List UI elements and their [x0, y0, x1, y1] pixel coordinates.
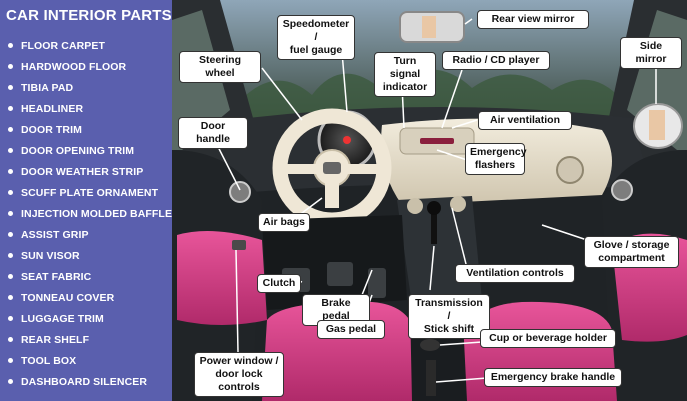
- label-radio: Radio / CD player: [442, 51, 550, 70]
- list-item: ASSIST GRIP: [8, 225, 172, 246]
- list-item: SCUFF PLATE ORNAMENT: [8, 183, 172, 204]
- parts-list: FLOOR CARPET HARDWOOD FLOOR TIBIA PAD HE…: [8, 36, 172, 393]
- leader-rear-view-mirror: [464, 18, 473, 25]
- leader-lines: [211, 18, 657, 383]
- leader-air-ventilation: [451, 119, 478, 129]
- shift-knob: [427, 201, 441, 215]
- list-item: HARDWOOD FLOOR: [8, 57, 172, 78]
- mirror-reflection: [422, 16, 436, 38]
- label-cup-holder: Cup or beverage holder: [480, 329, 616, 348]
- list-item: DOOR TRIM: [8, 120, 172, 141]
- bullet-icon: [8, 295, 13, 301]
- cup-holder-shape: [420, 339, 440, 351]
- bullet-icon: [8, 379, 13, 385]
- power-window-switch: [232, 240, 246, 250]
- bullet-icon: [8, 43, 13, 49]
- bullet-icon: [8, 316, 13, 322]
- vent-knob-left: [407, 198, 423, 214]
- list-item: DASHBOARD SILENCER: [8, 372, 172, 393]
- brake-pedal-shape: [327, 262, 353, 286]
- gas-pedal-shape: [368, 268, 386, 298]
- bullet-icon: [8, 211, 13, 217]
- label-gas-pedal: Gas pedal: [317, 320, 385, 339]
- bullet-icon: [8, 274, 13, 280]
- left-door-handle: [229, 181, 251, 203]
- bullet-icon: [8, 358, 13, 364]
- label-air-bags: Air bags: [258, 213, 310, 232]
- label-power-window: Power window / door lock controls: [194, 352, 284, 397]
- label-steering-wheel: Steering wheel: [179, 51, 261, 83]
- leader-speedometer: [341, 51, 348, 113]
- leader-brake-pedal: [361, 269, 373, 296]
- label-turn-signal: Turn signal indicator: [374, 52, 436, 97]
- stick-shift: [431, 210, 437, 244]
- label-rear-view-mirror: Rear view mirror: [477, 10, 589, 29]
- label-glove: Glove / storage compartment: [584, 236, 679, 268]
- leader-steering-wheel: [261, 67, 303, 121]
- steering-spoke-bottom: [325, 172, 339, 208]
- leader-power-window: [235, 249, 239, 353]
- steering-logo: [323, 162, 341, 174]
- list-item: TIBIA PAD: [8, 78, 172, 99]
- right-door-handle: [611, 179, 633, 201]
- label-speedometer: Speedometer / fuel gauge: [277, 15, 355, 60]
- bullet-icon: [8, 64, 13, 70]
- leader-cup-holder: [439, 341, 483, 346]
- vent-knob-right: [450, 196, 466, 212]
- bullet-icon: [8, 190, 13, 196]
- list-item: TONNEAU COVER: [8, 288, 172, 309]
- label-door-handle: Door handle: [178, 117, 248, 149]
- bullet-icon: [8, 253, 13, 259]
- list-item: DOOR WEATHER STRIP: [8, 162, 172, 183]
- list-item: INJECTION MOLDED BAFFLE: [8, 204, 172, 225]
- list-item: FLOOR CARPET: [8, 36, 172, 57]
- leader-radio: [441, 69, 463, 129]
- list-item: HEADLINER: [8, 99, 172, 120]
- leader-emergency-brake: [435, 377, 488, 383]
- parts-sidebar: CAR INTERIOR PARTS FLOOR CARPET HARDWOOD…: [0, 0, 172, 401]
- label-ventilation-controls: Ventilation controls: [455, 264, 575, 283]
- air-vent-right: [556, 156, 584, 184]
- label-air-ventilation: Air ventilation: [478, 111, 572, 130]
- label-transmission: Transmission / Stick shift: [408, 294, 490, 339]
- bullet-icon: [8, 148, 13, 154]
- bullet-icon: [8, 232, 13, 238]
- left-door-panel: [177, 231, 267, 325]
- bullet-icon: [8, 127, 13, 133]
- bullet-icon: [8, 169, 13, 175]
- list-item: SEAT FABRIC: [8, 267, 172, 288]
- list-item: LUGGAGE TRIM: [8, 309, 172, 330]
- label-emergency-flashers: Emergency flashers: [465, 143, 527, 175]
- leader-ventilation-controls: [451, 207, 468, 269]
- bullet-icon: [8, 85, 13, 91]
- radio-display: [420, 138, 454, 144]
- car-interior-photo: Speedometer / fuel gauge Rear view mirro…: [172, 0, 687, 401]
- bullet-icon: [8, 337, 13, 343]
- brake-handle-shape: [426, 360, 436, 396]
- list-item: SUN VISOR: [8, 246, 172, 267]
- sidebar-title: CAR INTERIOR PARTS: [6, 7, 172, 24]
- list-item: TOOL BOX: [8, 351, 172, 372]
- gauge-center: [343, 136, 351, 144]
- list-item: REAR SHELF: [8, 330, 172, 351]
- label-side-mirror: Side mirror: [620, 37, 682, 69]
- list-item: DOOR OPENING TRIM: [8, 141, 172, 162]
- label-clutch: Clutch: [257, 274, 301, 293]
- leader-emergency-flashers: [436, 149, 468, 161]
- label-emergency-brake: Emergency brake handle: [484, 368, 622, 387]
- leader-transmission: [429, 245, 435, 291]
- bullet-icon: [8, 106, 13, 112]
- side-mirror-reflection: [649, 110, 665, 140]
